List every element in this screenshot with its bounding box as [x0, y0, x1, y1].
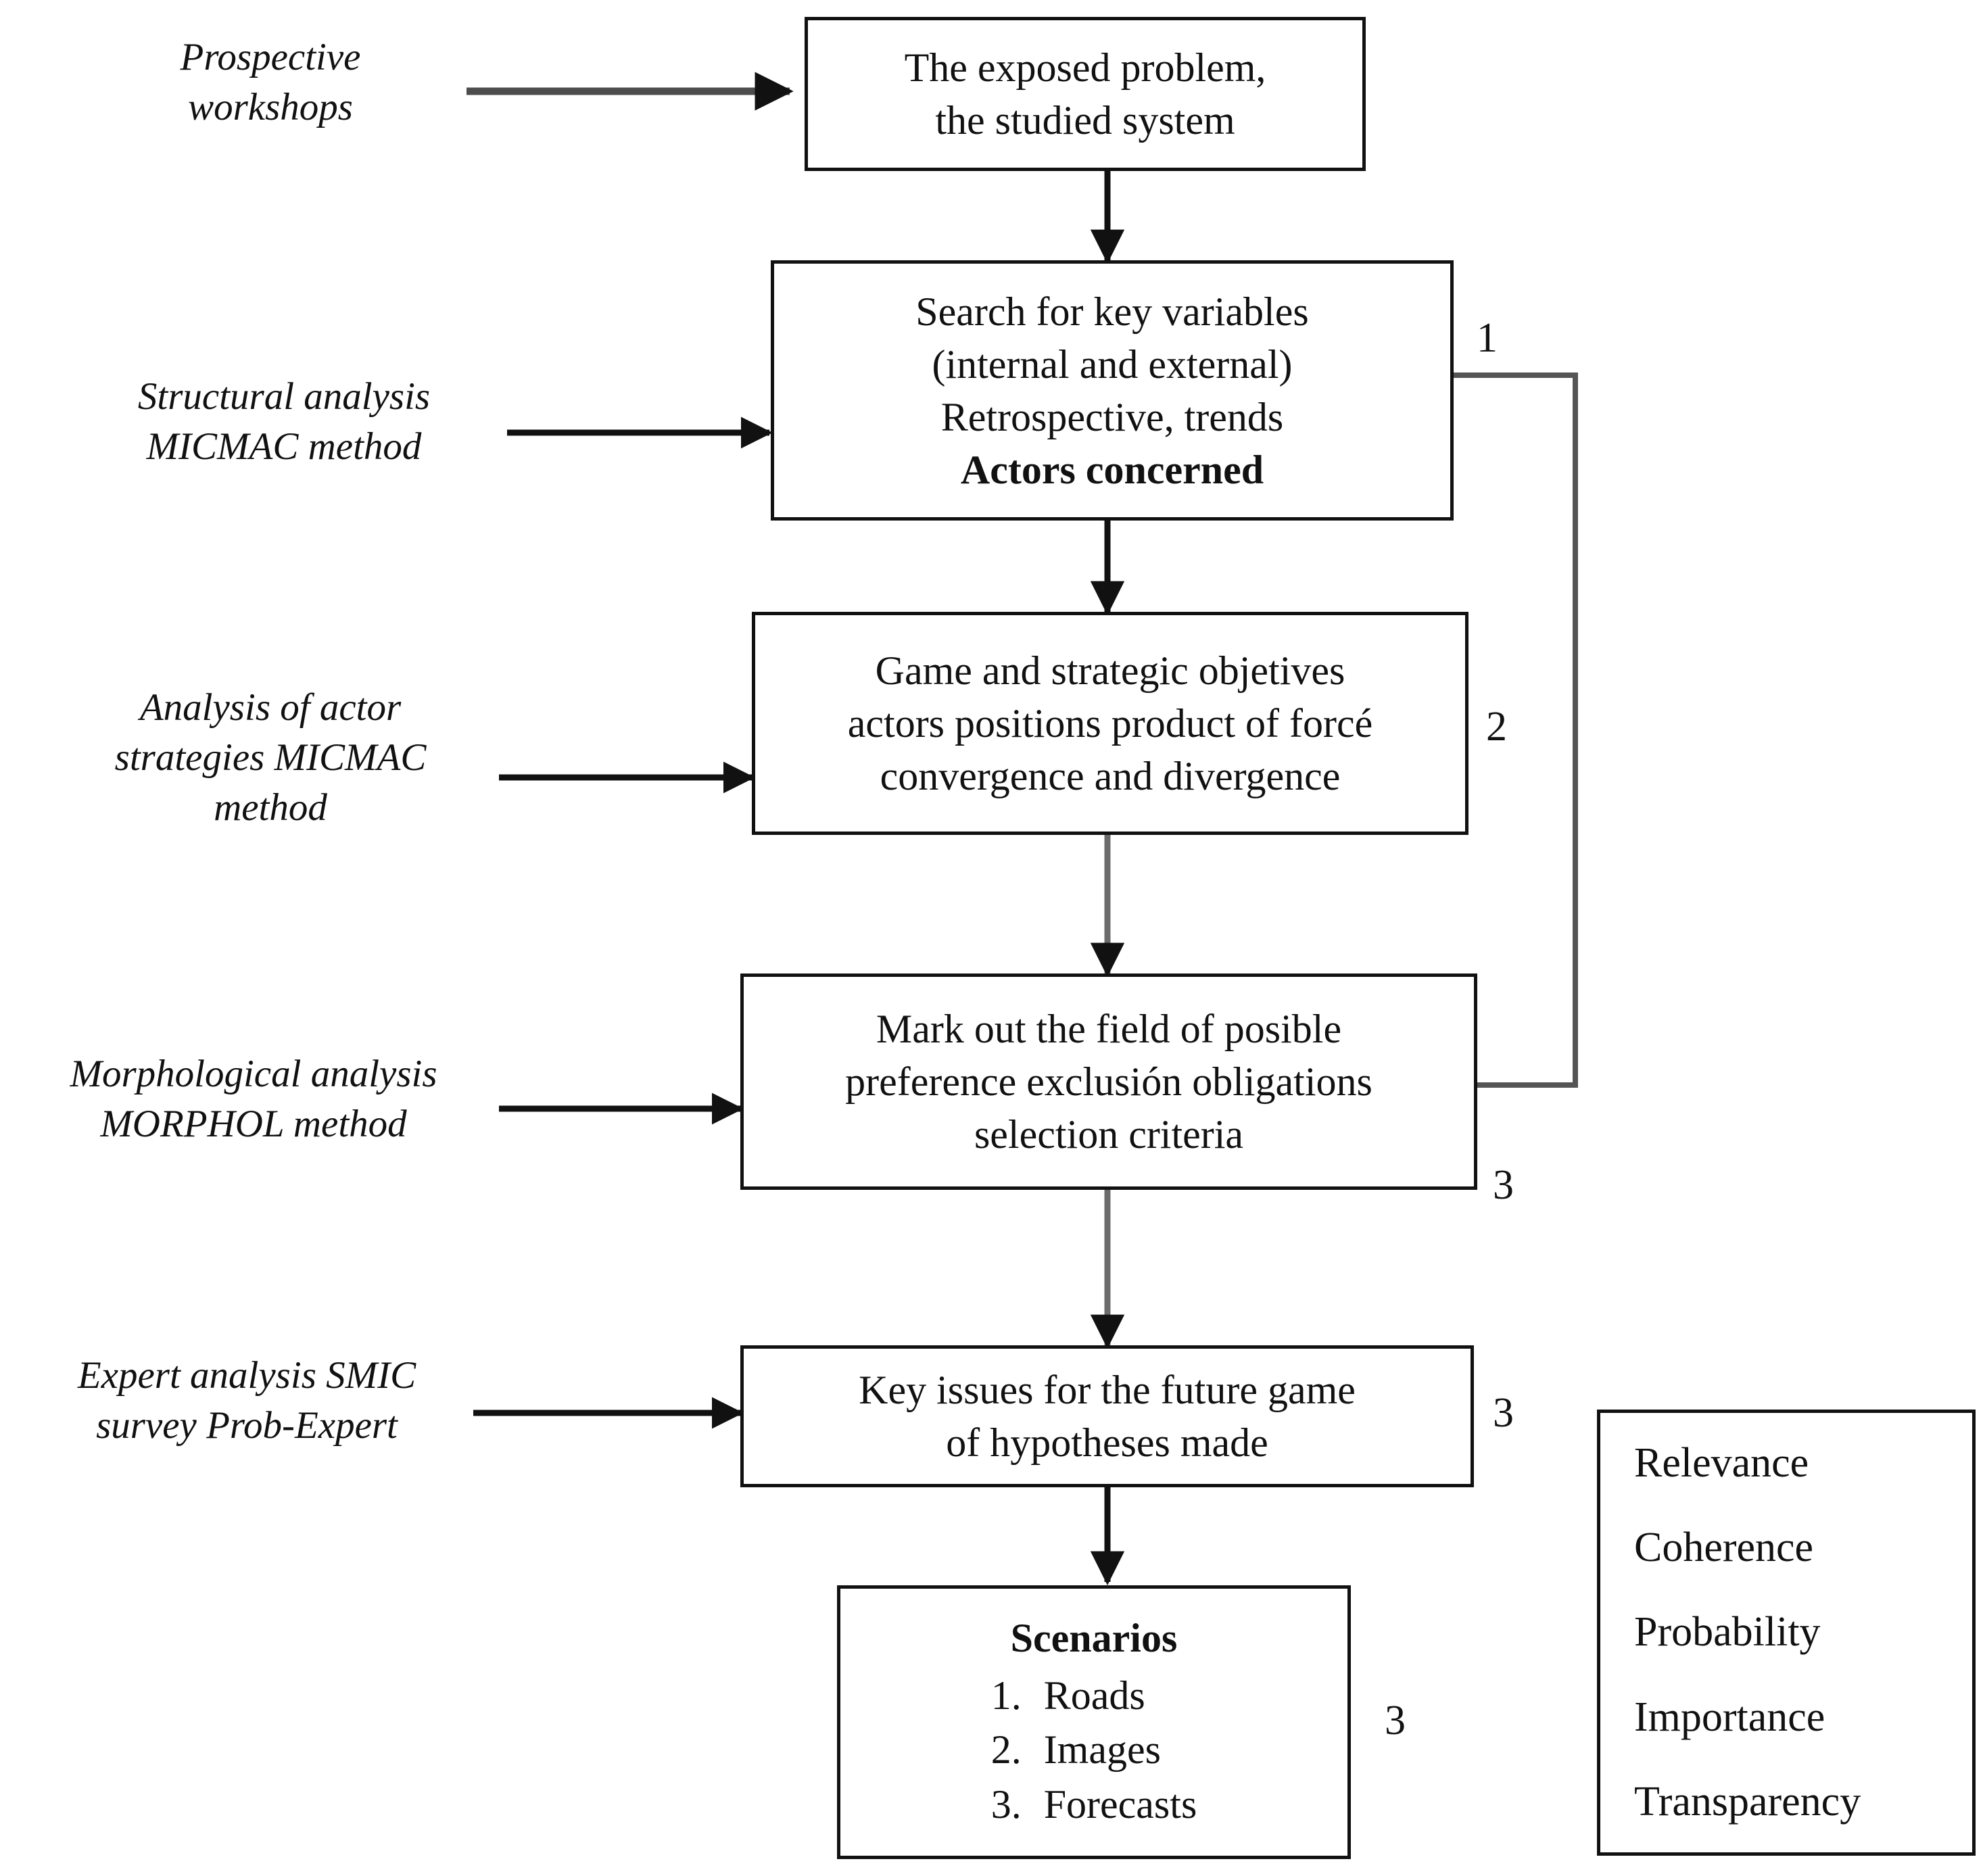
label4-line-1: Morphological analysis: [70, 1053, 437, 1095]
label-structural-analysis: Structural analysis MICMAC method: [95, 372, 473, 472]
label2-line-2: MICMAC method: [146, 425, 422, 468]
label5-line-1: Expert analysis SMIC: [77, 1354, 416, 1397]
box4-line-1: Mark out the field of posible: [876, 1007, 1342, 1051]
label-actor-strategies: Analysis of actor strategies MICMAC meth…: [81, 683, 460, 833]
box-game-strategic-objectives[interactable]: Game and strategic objetives actors posi…: [752, 612, 1468, 835]
label1-line-1: Prospective: [180, 36, 361, 78]
scenario-2-number: 2.: [990, 1727, 1022, 1773]
box-key-issues[interactable]: Key issues for the future game of hypoth…: [740, 1345, 1474, 1487]
box-field-of-possible[interactable]: Mark out the field of posible preference…: [740, 973, 1477, 1190]
box-scenarios[interactable]: Scenarios 1. Roads 2. Images 3. Forecasts: [837, 1585, 1351, 1859]
label4-line-2: MORPHOL method: [100, 1103, 407, 1146]
box5-line-1: Key issues for the future game: [859, 1368, 1356, 1412]
scenario-1-number: 1.: [990, 1673, 1022, 1718]
label2-line-1: Structural analysis: [137, 375, 431, 418]
box3-line-3: convergence and divergence: [880, 754, 1341, 798]
box2-line-4: Actors concerned: [960, 447, 1264, 492]
label1-line-2: workshops: [188, 86, 353, 129]
stage-number-1: 1: [1477, 315, 1498, 361]
box4-line-2: preference exclusión obligations: [845, 1059, 1372, 1104]
criteria-item-transparency: Transparency: [1634, 1778, 1861, 1825]
label-morphological-analysis: Morphological analysis MORPHOL method: [30, 1049, 477, 1149]
label-expert-analysis: Expert analysis SMIC survey Prob-Expert: [37, 1351, 456, 1451]
label-prospective-workshops: Prospective workshops: [128, 32, 412, 133]
box3-line-2: actors positions product of forcé: [847, 701, 1373, 746]
scenario-1-label: Roads: [1043, 1673, 1145, 1718]
scenario-3-label: Forecasts: [1043, 1781, 1197, 1827]
stage-number-5: 3: [1385, 1698, 1406, 1743]
box-exposed-problem[interactable]: The exposed problem, the studied system: [805, 17, 1366, 171]
list-item: 1. Roads: [991, 1668, 1197, 1723]
label5-line-2: survey Prob-Expert: [96, 1404, 398, 1447]
box1-line-1: The exposed problem,: [904, 45, 1266, 90]
scenario-2-label: Images: [1043, 1727, 1161, 1773]
box1-line-2: the studied system: [935, 98, 1235, 143]
criteria-item-coherence: Coherence: [1634, 1524, 1814, 1571]
list-item: 3. Forecasts: [991, 1777, 1197, 1831]
list-item: 2. Images: [991, 1723, 1197, 1777]
label3-line-2: strategies MICMAC: [114, 736, 427, 779]
stage-number-3: 3: [1493, 1162, 1514, 1208]
criteria-item-probability: Probability: [1634, 1609, 1821, 1656]
scenarios-title: Scenarios: [1010, 1616, 1178, 1660]
criteria-item-importance: Importance: [1634, 1693, 1825, 1740]
scenarios-list: 1. Roads 2. Images 3. Forecasts: [991, 1668, 1197, 1831]
label3-line-3: method: [214, 786, 327, 829]
label3-line-1: Analysis of actor: [139, 686, 402, 729]
box2-line-3: Retrospective, trends: [940, 394, 1284, 439]
box5-line-2: of hypotheses made: [946, 1420, 1268, 1465]
stage-number-2: 2: [1486, 704, 1507, 750]
box2-line-1: Search for key variables: [915, 289, 1309, 334]
box-key-variables[interactable]: Search for key variables (internal and e…: [771, 260, 1454, 521]
scenario-3-number: 3.: [990, 1781, 1022, 1827]
box3-line-1: Game and strategic objetives: [875, 648, 1345, 693]
criteria-item-relevance: Relevance: [1634, 1439, 1809, 1486]
box-evaluation-criteria[interactable]: Relevance Coherence Probability Importan…: [1597, 1410, 1976, 1856]
box4-line-3: selection criteria: [974, 1112, 1244, 1157]
box2-line-2: (internal and external): [932, 341, 1293, 387]
stage-number-4: 3: [1493, 1390, 1514, 1436]
